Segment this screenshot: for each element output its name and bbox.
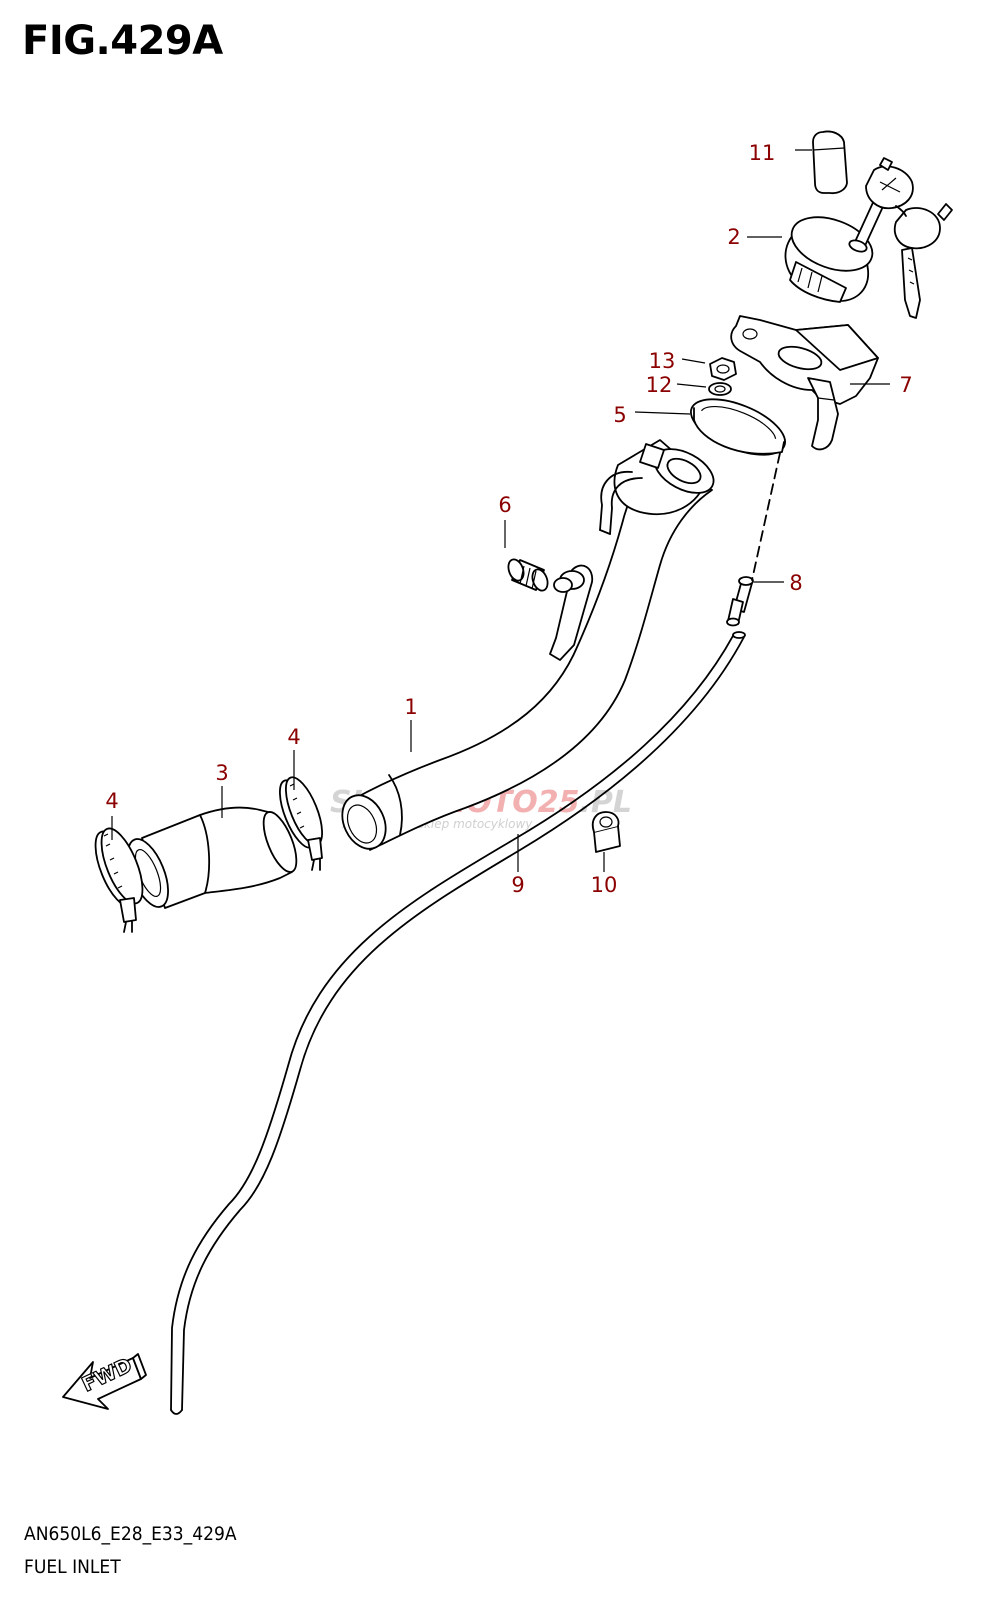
callout-4-left: 4 (105, 789, 118, 813)
callout-13: 13 (649, 349, 676, 373)
leader-lines (111, 149, 890, 872)
callouts: 11 2 7 13 12 5 6 8 1 3 4 4 9 10 (105, 141, 912, 897)
callout-11: 11 (749, 141, 776, 165)
part-6-grommet (507, 558, 549, 592)
part-13-nut (709, 357, 737, 381)
callout-5: 5 (613, 403, 626, 427)
fwd-direction-arrow: FWD (62, 1352, 147, 1410)
callout-3: 3 (215, 761, 228, 785)
part-9-breather-hose (170, 631, 746, 1415)
part-1-filler-neck (341, 439, 715, 851)
callout-6: 6 (498, 493, 511, 517)
part-11-key-tag (812, 130, 848, 195)
part-4-hose-clamp-right (279, 776, 323, 871)
callout-10: 10 (591, 873, 618, 897)
part-3-connecting-hose (127, 806, 298, 909)
part-8-hose-joint (726, 452, 781, 627)
callout-8: 8 (789, 571, 802, 595)
callout-4-right: 4 (287, 725, 300, 749)
figure-title: FIG.429A (22, 18, 223, 64)
part-12-washer (708, 382, 732, 396)
part-5-seal-gasket (690, 398, 786, 456)
section-name: FUEL INLET (24, 1556, 121, 1578)
part-10-clip (591, 811, 621, 853)
part-2-fuel-cap (784, 157, 953, 319)
part-7-filler-housing (730, 315, 879, 451)
callout-2: 2 (727, 225, 740, 249)
callout-9: 9 (511, 873, 524, 897)
model-code: AN650L6_E28_E33_429A (24, 1523, 237, 1545)
callout-12: 12 (646, 373, 673, 397)
callout-7: 7 (899, 373, 912, 397)
callout-1: 1 (404, 695, 417, 719)
part-4-hose-clamp-left (94, 827, 144, 933)
